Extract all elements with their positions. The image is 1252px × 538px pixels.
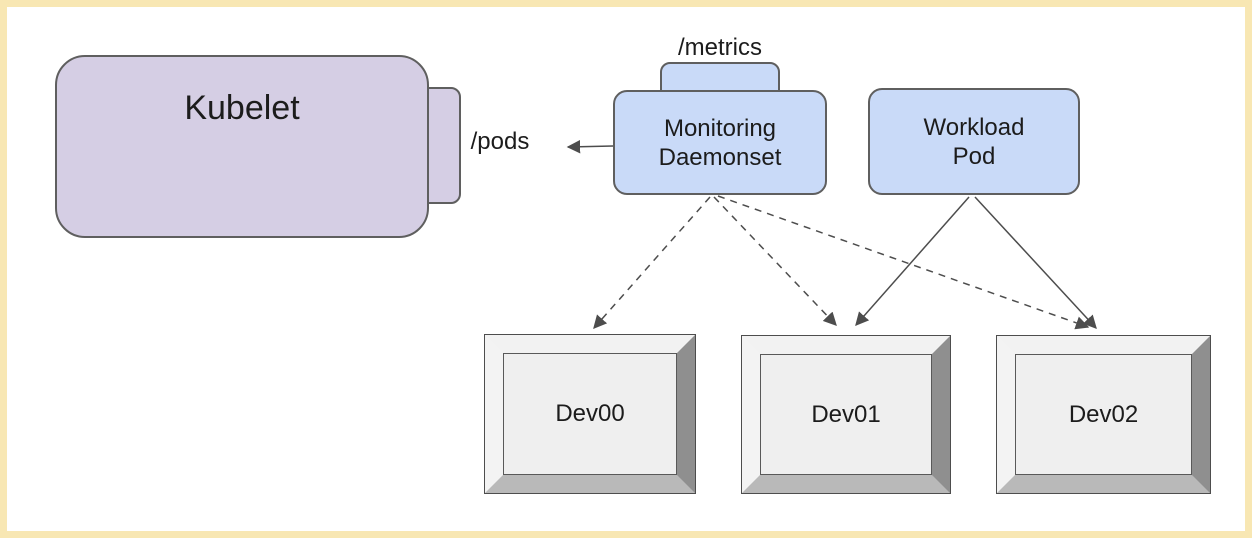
kubelet-label: Kubelet (184, 89, 300, 127)
workload-pod-node: Workload Pod (868, 88, 1080, 195)
edge-monitoring-to-pods (566, 139, 614, 154)
edge-workload-to-dev02 (974, 196, 1097, 329)
device-face: Dev00 (503, 353, 677, 475)
workload-pod-label-line2: Pod (952, 142, 996, 170)
device-label: Dev02 (1068, 400, 1139, 428)
edge-workload-to-dev01 (855, 196, 970, 327)
monitoring-daemonset-node: Monitoring Daemonset (613, 90, 827, 195)
device-node-dev00: Dev00 (485, 335, 695, 493)
kubelet-node: Kubelet (55, 55, 429, 238)
device-face: Dev01 (760, 354, 932, 475)
workload-pod-label-line1: Workload (923, 113, 1025, 141)
edge-monitoring-to-dev02 (717, 195, 1090, 330)
edge-monitoring-to-dev01 (713, 196, 837, 326)
device-label: Dev01 (811, 400, 881, 428)
monitoring-daemonset-label-line1: Monitoring (663, 114, 777, 142)
edge-monitoring-to-dev00 (593, 196, 711, 330)
device-node-dev02: Dev02 (997, 336, 1210, 493)
pods-endpoint-label: /pods (470, 128, 530, 155)
metrics-endpoint-label: /metrics (678, 34, 762, 61)
device-node-dev01: Dev01 (742, 336, 950, 493)
device-face: Dev02 (1015, 354, 1192, 475)
monitoring-daemonset-label-line2: Daemonset (658, 143, 782, 171)
device-label: Dev00 (555, 400, 625, 427)
